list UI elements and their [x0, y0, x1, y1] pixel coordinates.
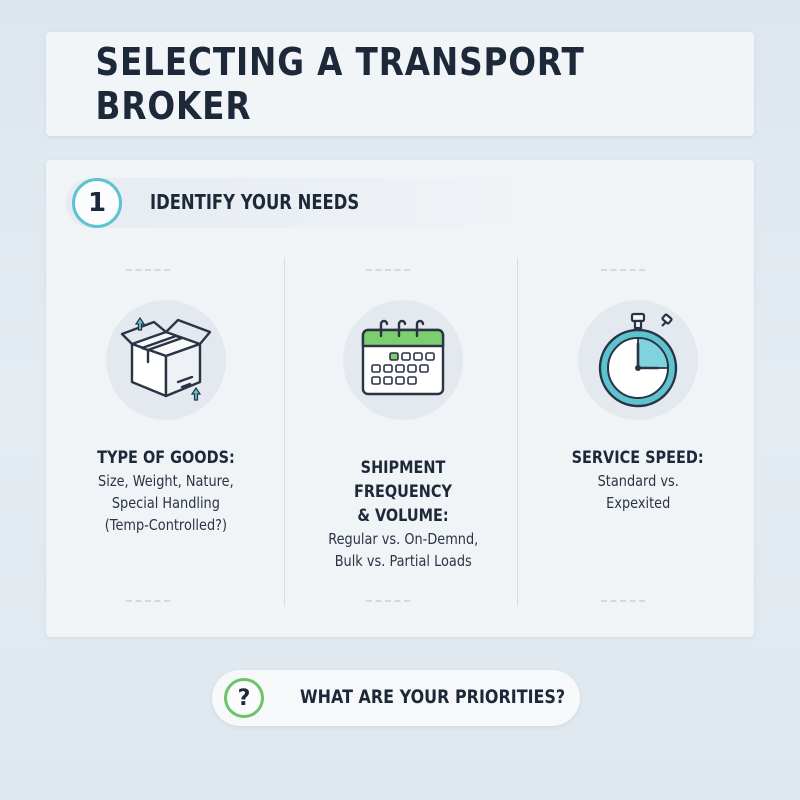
dash-decoration [126, 269, 170, 271]
dash-decoration [601, 600, 645, 602]
frequency-description: Regular vs. On-Demnd, Bulk vs. Partial L… [327, 530, 479, 570]
page-title: SELECTING A TRANSPORT BROKER [95, 40, 585, 128]
needs-card: 1 IDENTIFY YOUR NEEDS TY [46, 160, 754, 637]
stopwatch-icon [598, 312, 678, 408]
dash-decoration [366, 269, 410, 271]
question-icon: ? [224, 678, 264, 718]
goods-title: TYPE OF GOODS: [97, 448, 235, 468]
frequency-title: SHIPMENT FREQUENCY & VOLUME: [354, 458, 452, 526]
step-number: 1 [87, 188, 107, 218]
speed-title: SERVICE SPEED: [572, 448, 704, 468]
box-icon [120, 316, 212, 401]
title-card: SELECTING A TRANSPORT BROKER [46, 32, 754, 136]
dash-decoration [601, 269, 645, 271]
step-number-badge: 1 [72, 178, 122, 228]
calendar-icon [361, 319, 445, 396]
question-mark: ? [237, 685, 251, 711]
stopwatch-icon-circle [578, 300, 698, 420]
goods-column: TYPE OF GOODS: Size, Weight, Nature, Spe… [56, 446, 276, 536]
speed-column: SERVICE SPEED: Standard vs. Expexited [528, 446, 748, 514]
frequency-column: SHIPMENT FREQUENCY & VOLUME: Regular vs.… [293, 456, 513, 572]
speed-description: Standard vs. Expexited [597, 472, 679, 512]
column-divider [284, 258, 285, 606]
priorities-pill: ? WHAT ARE YOUR PRIORITIES? [212, 670, 580, 726]
calendar-icon-circle [343, 300, 463, 420]
goods-description: Size, Weight, Nature, Special Handling (… [98, 472, 234, 534]
column-divider [517, 258, 518, 606]
dash-decoration [126, 600, 170, 602]
step-header: 1 IDENTIFY YOUR NEEDS [66, 178, 546, 228]
priorities-label: WHAT ARE YOUR PRIORITIES? [300, 686, 566, 708]
step-label: IDENTIFY YOUR NEEDS [150, 190, 360, 214]
dash-decoration [366, 600, 410, 602]
box-icon-circle [106, 300, 226, 420]
